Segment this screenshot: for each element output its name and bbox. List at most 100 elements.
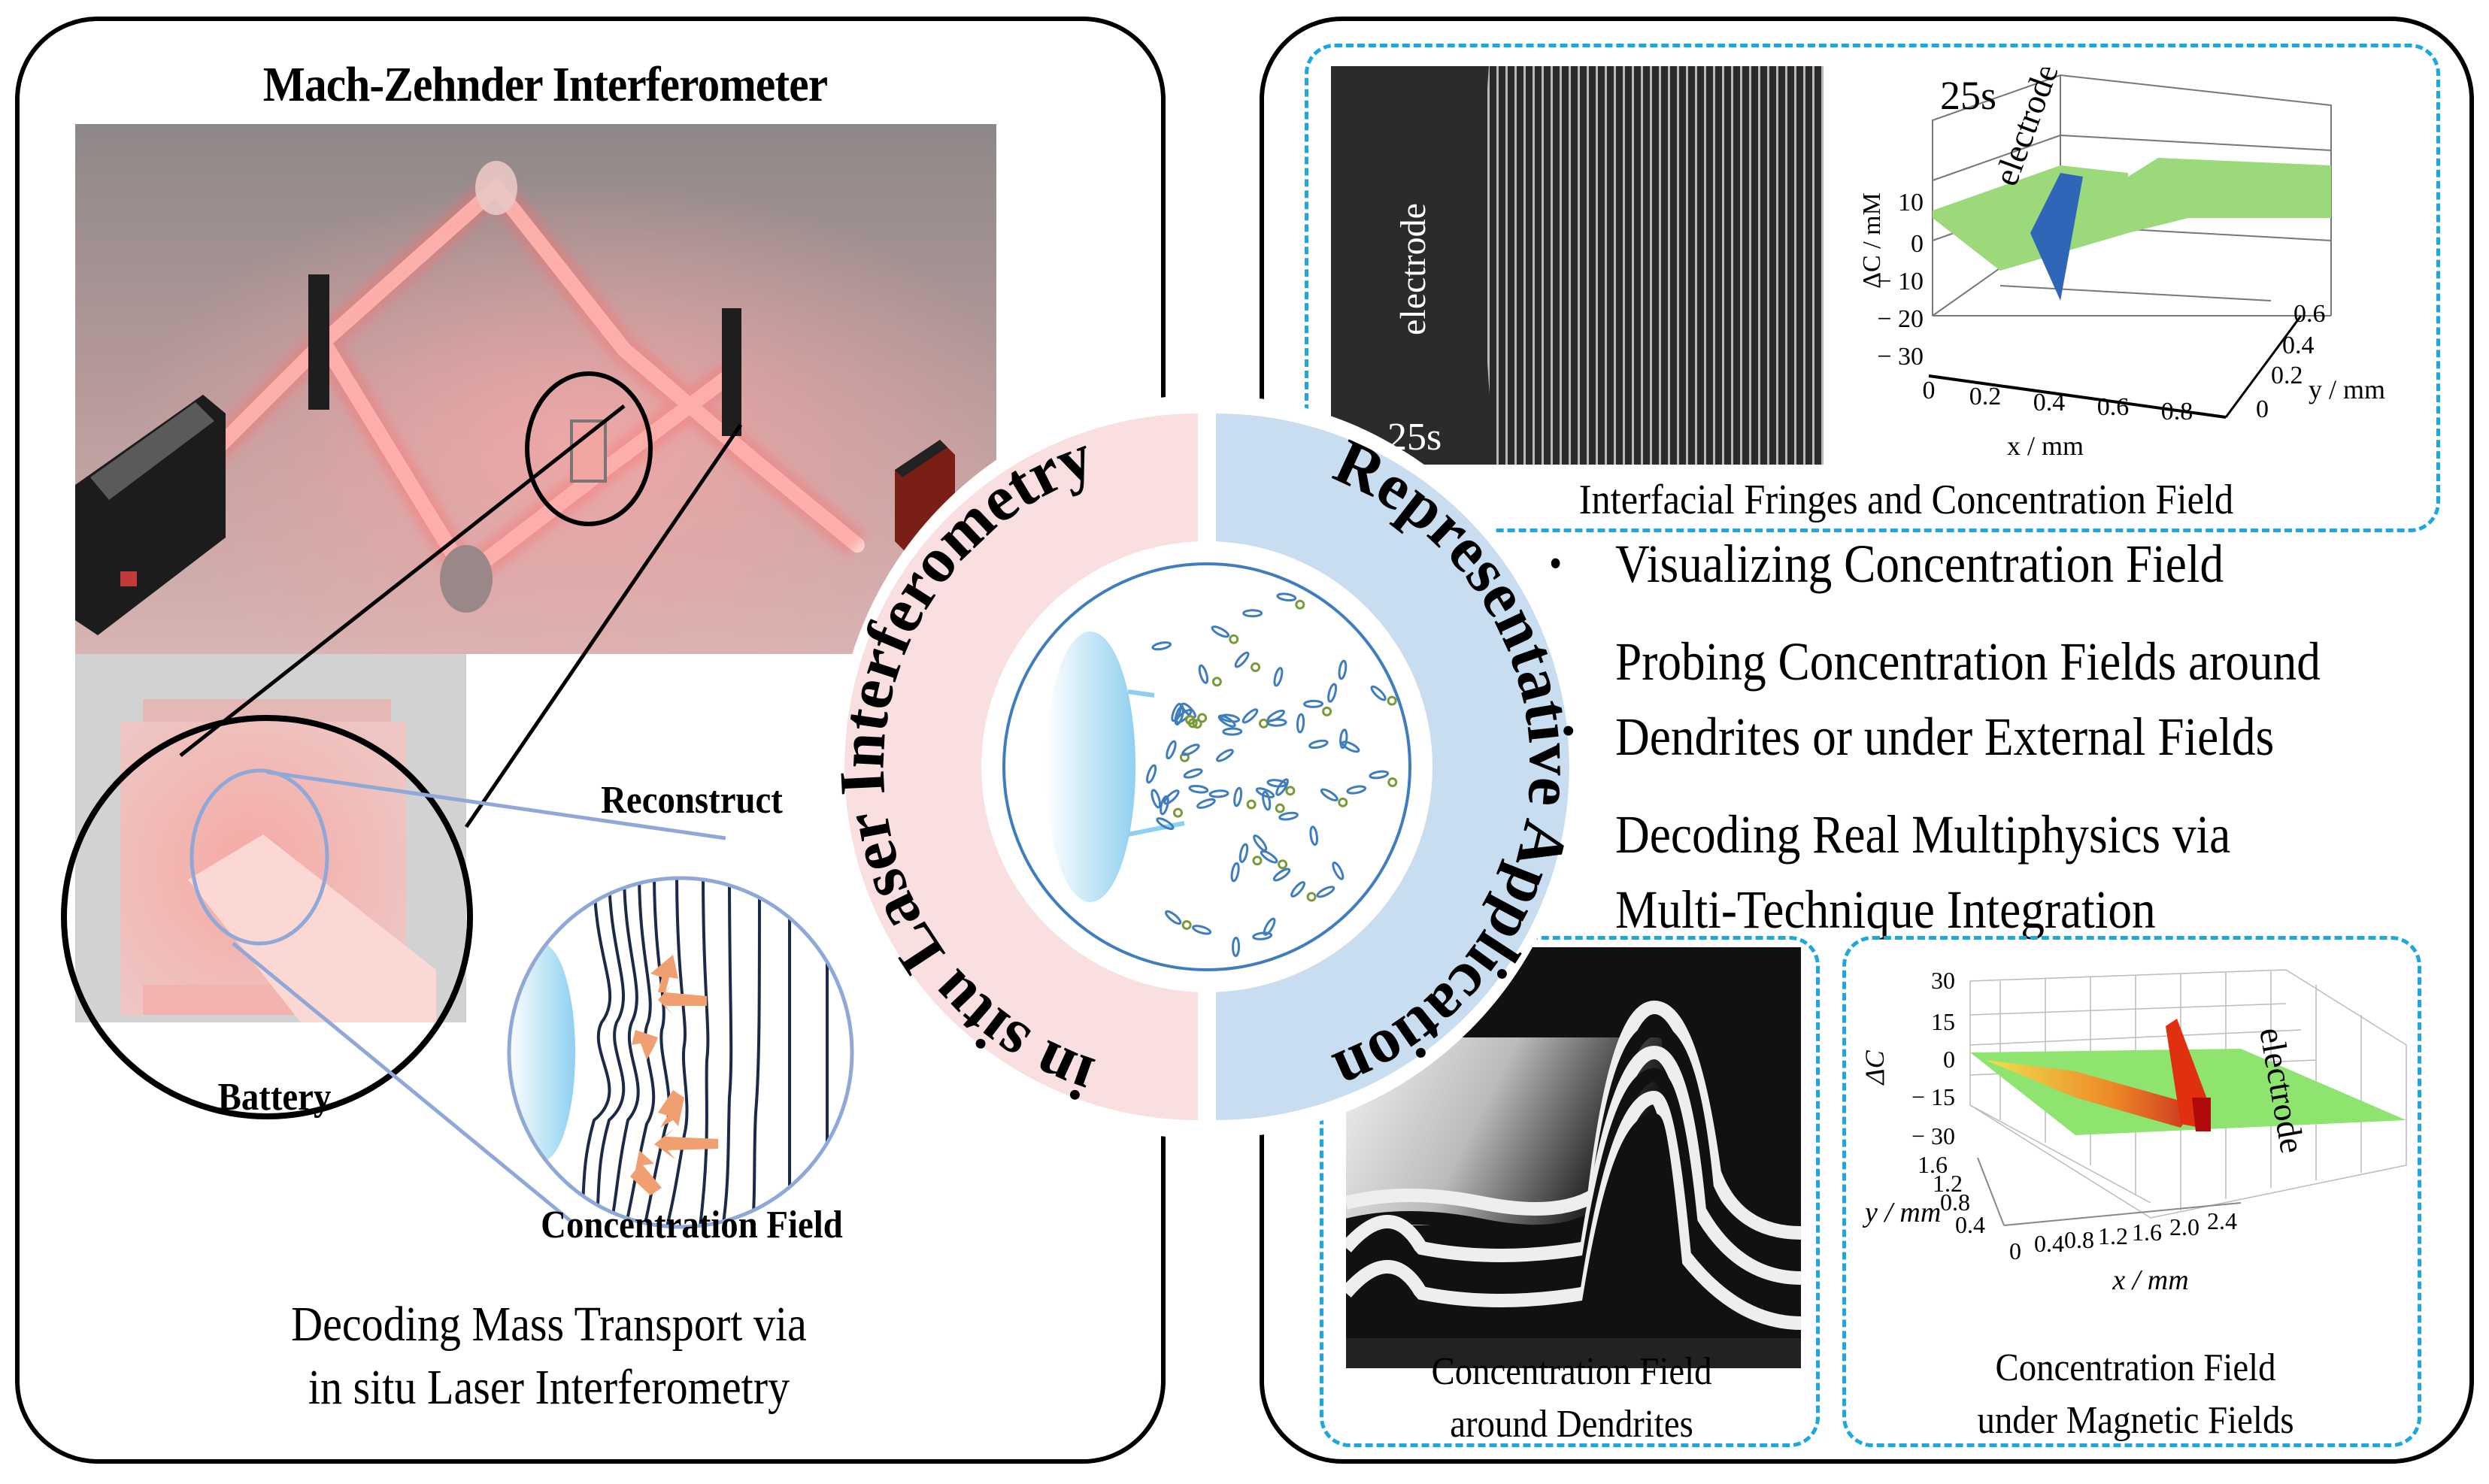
dendrite-caption: Concentration Field around Dendrites <box>1355 1346 1788 1451</box>
solvent-particle <box>1185 715 1196 725</box>
z-tick: − 15 <box>1911 1083 1955 1110</box>
ion-particle <box>1296 713 1305 734</box>
left-panel-caption: Decoding Mass Transport via in situ Lase… <box>218 1293 880 1419</box>
magnetic-figure-box <box>1842 936 2421 1447</box>
z-tick-labels: 30 15 0 − 15 − 30 <box>1911 967 1955 1149</box>
ion-particle <box>1276 592 1297 602</box>
ion-particle <box>1369 770 1390 780</box>
y-tick: 0.8 <box>1940 1189 1970 1216</box>
solvent-particle <box>1387 777 1398 788</box>
solvent-particle <box>1322 706 1332 716</box>
interfacial-fringe-image: electrode 25s <box>1331 66 1824 465</box>
ion-particle <box>1232 937 1241 958</box>
ion-particle <box>1275 778 1289 796</box>
x-tick: 0 <box>2009 1237 2021 1264</box>
z-tick: 0 <box>1911 230 1924 258</box>
battery-label: Battery <box>217 1076 332 1119</box>
ion-particle <box>1233 786 1243 807</box>
ion-particle <box>1151 789 1162 809</box>
z-tick: − 20 <box>1877 305 1924 333</box>
solvent-particle <box>1278 859 1288 870</box>
left-caption-line-2: in situ Laser Interferometry <box>308 1360 790 1415</box>
bullet-text: Visualizing Concentration Field <box>1615 534 2224 594</box>
beam-splitter-1 <box>308 274 329 410</box>
plot-ylabel: y / mm <box>2309 374 2385 404</box>
ion-particle <box>1166 740 1177 760</box>
y-tick: 0.4 <box>1955 1211 1985 1238</box>
ion-particle <box>1230 862 1240 883</box>
bullet-text: Probing Concentration Fields around <box>1615 631 2321 692</box>
mirror-2 <box>722 308 741 436</box>
flux-arrows <box>630 955 718 1195</box>
dendrite-caption-line-2: around Dendrites <box>1450 1403 1693 1446</box>
magnetic-caption-line-2: under Magnetic Fields <box>1977 1399 2294 1442</box>
dendrite-figure-box <box>1320 936 1820 1447</box>
ion-particle <box>1165 910 1182 925</box>
electrode-shape <box>509 943 575 1161</box>
bullet-text: Decoding Real Multiphysics via <box>1615 804 2231 865</box>
mirror-top <box>475 161 517 215</box>
ion-particle <box>1272 868 1291 882</box>
ion-particle <box>1146 764 1157 784</box>
ion-particle <box>1222 727 1243 736</box>
ion-particle <box>1316 886 1335 898</box>
surface-ridge-front <box>2192 1098 2211 1131</box>
ion-particle <box>1255 787 1275 798</box>
z-tick: 15 <box>1931 1008 1955 1035</box>
left-caption-line-1: Decoding Mass Transport via <box>291 1297 807 1352</box>
bullet-item: Decoding Real Multiphysics via Multi-Tec… <box>1549 797 2321 947</box>
ion-particle <box>1208 789 1229 798</box>
ion-particle <box>1278 811 1299 821</box>
ion-particle <box>1266 709 1285 722</box>
ion-particle <box>1308 739 1329 750</box>
concentration-field-label: Concentration Field <box>541 1204 843 1246</box>
plot-zlabel: ΔC / mM <box>1858 192 1886 289</box>
concentration-field-diagram <box>507 876 854 1229</box>
ion-particle <box>1327 683 1338 703</box>
y-tick: 1.2 <box>1933 1170 1963 1197</box>
surface-right <box>2098 158 2331 241</box>
ion-particle <box>1370 685 1387 701</box>
z-tick: − 10 <box>1877 268 1924 295</box>
x-tick: 1.6 <box>2132 1219 2162 1246</box>
interferometer-photo <box>75 124 996 654</box>
ion-particle <box>1163 789 1180 805</box>
ion-particle <box>1234 651 1250 668</box>
solvent-particle <box>1306 892 1317 902</box>
solvent-particle <box>1252 856 1263 866</box>
ion-particle <box>1320 788 1338 802</box>
z-tick: − 30 <box>1877 343 1924 371</box>
y-tick-labels: 1.6 1.2 0.8 0.4 <box>1918 1151 1985 1238</box>
ion-particle <box>1151 641 1172 651</box>
reconstruct-label: Reconstruct <box>601 779 783 822</box>
surface-ridge-diagonal <box>1985 1060 2196 1128</box>
ion-particle <box>1303 699 1324 708</box>
ion-particle <box>1156 817 1175 831</box>
solvent-particle <box>1172 807 1183 818</box>
x-tick: 2.0 <box>2169 1213 2199 1240</box>
center-circle: in situ Laser Interferometry Representat… <box>831 395 1583 1139</box>
z-tick: 0 <box>1943 1046 1955 1073</box>
y-tick: 0.4 <box>2282 332 2315 359</box>
ion-particle <box>1171 702 1182 722</box>
y-tick: 0.6 <box>2293 300 2326 328</box>
x-tick: 0.8 <box>2064 1226 2094 1253</box>
ion-particle <box>1238 843 1249 863</box>
zoom-circle-small <box>525 371 653 526</box>
x-tick: 0.6 <box>2097 393 2130 421</box>
mirror-bottom <box>440 545 493 613</box>
solvent-particle <box>1197 713 1208 723</box>
ion-particle <box>1242 609 1263 618</box>
z-tick: 30 <box>1931 967 1955 994</box>
ion-particle <box>1332 862 1345 880</box>
magnetic-ylabel: y / mm <box>1862 1197 1941 1228</box>
bullet-text: Dendrites or under External Fields <box>1615 707 2275 767</box>
ion-particle <box>1339 728 1348 750</box>
magnetic-3d-plot: electrode ΔC 30 15 0 − 15 − 30 1.6 1.2 0… <box>1860 967 2407 1296</box>
y-tick: 0 <box>2256 395 2269 423</box>
magnetic-xlabel: x / mm <box>2112 1264 2188 1296</box>
bullet-item: Visualizing Concentration Field <box>1549 526 2321 601</box>
plot-xlabel: x / mm <box>2007 431 2084 459</box>
x-tick: 1.2 <box>2098 1222 2128 1249</box>
ion-particle <box>1216 749 1234 762</box>
